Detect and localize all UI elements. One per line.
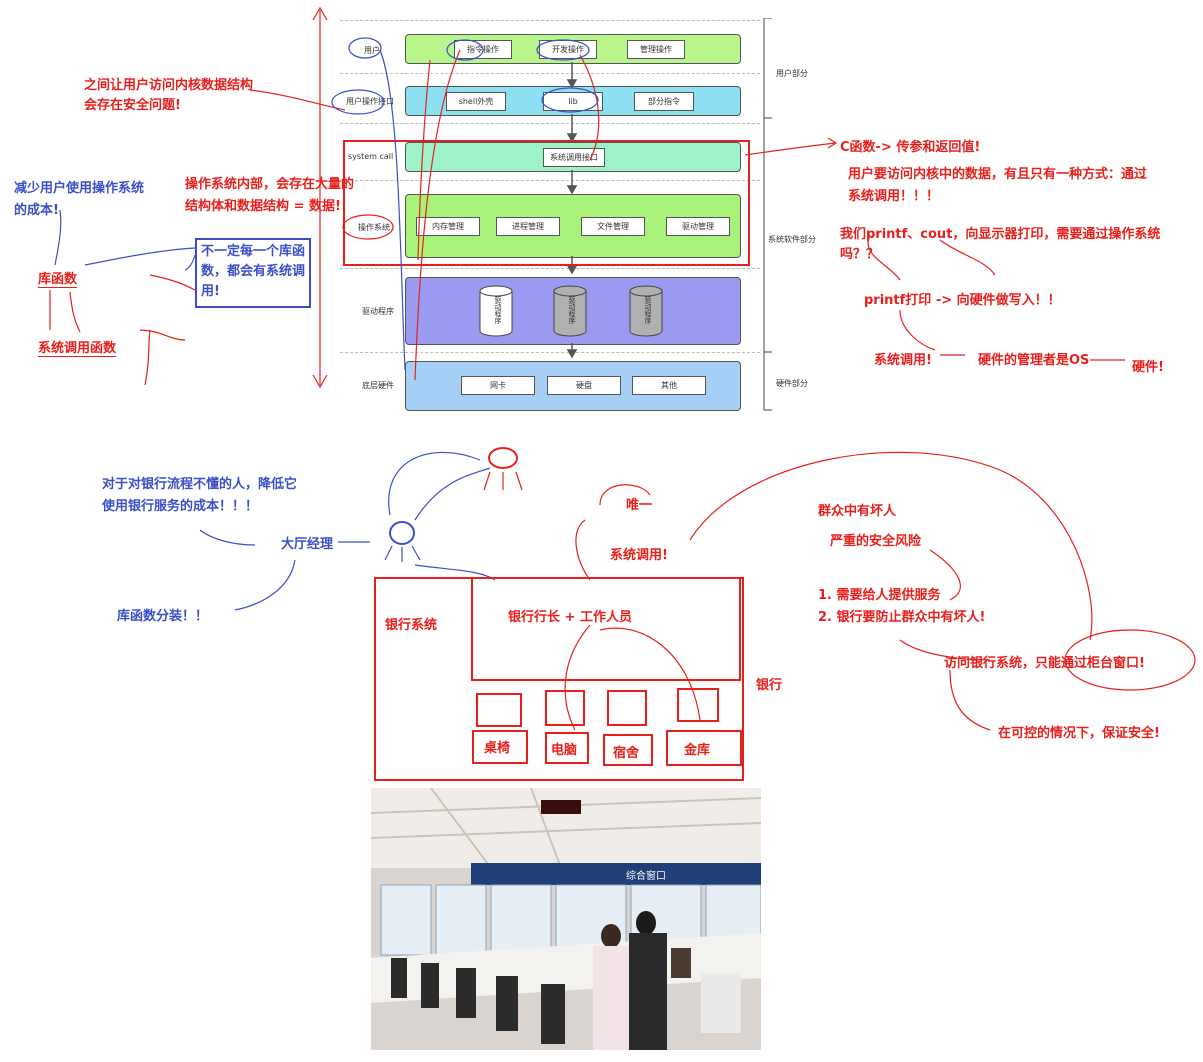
label-lobby-manager: 大厅经理 (281, 537, 334, 552)
annotation-line: 减少用户使用操作系统 (14, 181, 145, 196)
driver-cylinder (479, 285, 513, 337)
annotation-syscall: 系统调用! (874, 353, 932, 368)
annotation-line: 数，都会有系统调 (201, 264, 306, 279)
annotation-hardware: 硬件! (1132, 360, 1164, 375)
driver-cylinders (479, 285, 663, 337)
annotation-line: 用户要访问内核中的数据，有且只有一种方式：通过 (848, 167, 1148, 182)
driver-cylinder (553, 285, 587, 337)
driver-cylinder-label: 驱动程序 (494, 296, 502, 324)
interface-item: shell外壳 (446, 92, 506, 111)
desk-box (472, 730, 528, 764)
annotation-line: 我们printf、cout，向显示器打印，需要通过操作系统 (840, 227, 1161, 242)
layer-label-interface: 用户操作接口 (346, 97, 394, 106)
customer-head (488, 447, 518, 469)
hardware-item: 硬盘 (547, 376, 621, 395)
label-vault: 金库 (684, 743, 711, 758)
layer-label-os: 操作系统 (358, 223, 390, 232)
annotation-bad-people: 群众中有坏人 (818, 504, 897, 519)
bank-hall-photo: 综合窗口 (371, 788, 761, 1050)
annotation-prevent-bad: 2. 银行要防止群众中有坏人! (818, 610, 986, 625)
computer-box (545, 732, 589, 764)
annotation-lower-cost: 对于对银行流程不懂的人，降低它 使用银行服务的成本！！！ (102, 474, 297, 518)
annotation-c-func: C函数-> 传参和返回值! (840, 140, 981, 155)
annotation-os-manager: 硬件的管理者是OS (978, 353, 1090, 368)
annotation-line: 吗？？ (840, 247, 880, 262)
side-label-hardware: 硬件部分 (776, 379, 808, 388)
hardware-layer: 网卡 硬盘 其他 (405, 361, 741, 411)
annotation-security-issue: 之间让用户访问内核数据结构 会存在安全问题! (84, 76, 253, 116)
annotation-line: 用! (201, 284, 220, 299)
annotation-line: 系统调用！！！ (848, 189, 940, 204)
label-syscall: 系统调用! (610, 548, 668, 563)
vault-box (666, 730, 742, 766)
annotation-counter-only: 访问银行系统，只能通过柜台窗口! (944, 656, 1145, 671)
hand-strokes-bottom (199, 447, 1196, 731)
layer-arrows (566, 62, 578, 359)
annotation-serious-risk: 严重的安全风险 (830, 534, 922, 549)
os-item: 驱动管理 (666, 217, 730, 236)
hardware-item: 其他 (632, 376, 706, 395)
label-bank: 银行 (756, 678, 783, 693)
annotation-printf-hardware: printf打印 -> 向硬件做写入！！ (864, 293, 1061, 308)
annotation-only-way: 用户要访问内核中的数据，有且只有一种方式：通过 系统调用！！！ (848, 164, 1147, 208)
annotation-line: 结构体和数据结构 = 数据! (185, 199, 341, 214)
user-layer: 指令操作 开发操作 管理操作 (405, 34, 741, 64)
driver-cylinder-label: 驱动程序 (568, 296, 576, 324)
syscall-item: 系统调用接口 (543, 148, 605, 167)
section-brackets (763, 18, 772, 411)
interface-item: lib (543, 92, 603, 111)
bank-hall-illustration: 综合窗口 (371, 788, 761, 1050)
label-unique: 唯一 (626, 498, 653, 513)
os-item: 进程管理 (496, 217, 560, 236)
os-layer: 内存管理 进程管理 文件管理 驱动管理 (405, 194, 741, 258)
annotation-need-service: 1. 需要给人提供服务 (818, 588, 941, 603)
label-lib-wrap: 库函数分装！！ (117, 609, 209, 624)
label-computer: 电脑 (551, 743, 578, 758)
lobby-manager-head (389, 521, 415, 545)
annotation-line: 会存在安全问题! (84, 98, 181, 113)
driver-cylinder (629, 285, 663, 337)
layer-label-user: 用户 (364, 46, 380, 55)
annotation-controlled: 在可控的情况下，保证安全! (998, 726, 1160, 741)
side-label-user: 用户部分 (776, 69, 808, 78)
layer-label-hardware: 底层硬件 (362, 381, 394, 390)
label-bank-system: 银行系统 (385, 618, 438, 633)
annotation-not-every-box: 不一定每一个库函 数，都会有系统调 用! (195, 238, 311, 308)
annotation-line: 操作系统内部，会存在大量的 (185, 177, 355, 192)
annotation-syscall-func: 系统调用函数 (38, 337, 117, 357)
driver-cylinder-label: 驱动程序 (644, 296, 652, 324)
annotation-printf-question: 我们printf、cout，向显示器打印，需要通过操作系统 吗？？ (840, 225, 1160, 265)
annotation-reduce-cost: 减少用户使用操作系统 的成本! (14, 178, 144, 222)
syscall-layer: 系统调用接口 (405, 142, 741, 172)
os-item: 内存管理 (416, 217, 480, 236)
annotation-line: 对于对银行流程不懂的人，降低它 (102, 477, 298, 492)
label-president-staff: 银行行长 + 工作人员 (508, 610, 632, 625)
label-dorm: 宿舍 (613, 746, 640, 761)
annotation-os-internal: 操作系统内部，会存在大量的 结构体和数据结构 = 数据! (185, 174, 354, 218)
hardware-item: 网卡 (461, 376, 535, 395)
bank-system-box (471, 577, 741, 681)
annotation-line: 的成本! (14, 203, 59, 218)
layer-label-drivers: 驱动程序 (362, 307, 394, 316)
window-sign: 综合窗口 (626, 869, 666, 882)
hand-strokes-top (49, 6, 1125, 389)
os-item: 文件管理 (581, 217, 645, 236)
label-desk: 桌椅 (484, 741, 511, 756)
annotation-line: 使用银行服务的成本！！！ (102, 499, 259, 514)
annotation-not-every: 不一定每一个库函 数，都会有系统调 用! (197, 240, 309, 304)
annotation-line: 不一定每一个库函 (201, 244, 306, 259)
annotation-line: 之间让用户访问内核数据结构 (84, 78, 254, 93)
resource-slot (607, 690, 647, 726)
resource-slot (545, 690, 585, 726)
resource-slot (677, 688, 719, 722)
side-label-system: 系统软件部分 (768, 235, 816, 244)
user-item: 管理操作 (627, 40, 685, 59)
dorm-box (603, 734, 653, 766)
interface-item: 部分指令 (634, 92, 694, 111)
resource-slot (476, 693, 522, 727)
kernel-highlight-box (343, 140, 750, 266)
annotation-lib-func: 库函数 (38, 268, 78, 288)
layer-label-syscall: system call (348, 152, 394, 161)
